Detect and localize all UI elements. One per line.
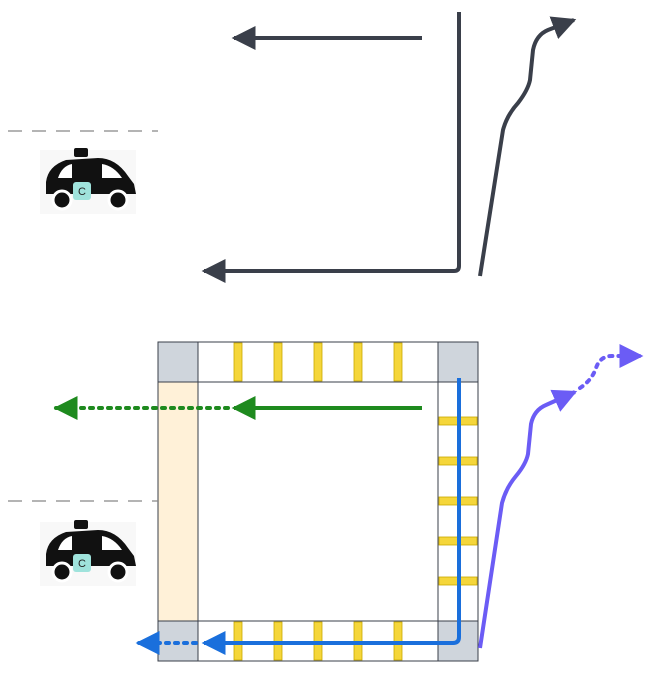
crosswalk-stripe bbox=[313, 342, 323, 382]
top-diagram: C bbox=[8, 12, 577, 283]
corner-tile-top-right bbox=[437, 341, 479, 383]
blue-path-solid bbox=[201, 378, 461, 655]
vehicle-badge-label: C bbox=[78, 558, 86, 570]
bottom-diagram: C bbox=[8, 341, 644, 662]
left-turn-path bbox=[201, 12, 461, 283]
right-turn-path bbox=[478, 16, 577, 277]
crosswalk-stripe bbox=[353, 342, 363, 382]
sidewalk-zone bbox=[157, 381, 199, 622]
vehicle-icon: C bbox=[40, 520, 136, 586]
crosswalk-stripe bbox=[233, 342, 243, 382]
corner-tile-top-left bbox=[157, 341, 199, 383]
vehicle-badge-label: C bbox=[78, 186, 86, 198]
crosswalk-top-stripes bbox=[233, 342, 403, 382]
vehicle-icon: C bbox=[40, 148, 136, 214]
purple-path-solid bbox=[478, 389, 578, 649]
purple-path-dotted bbox=[578, 344, 644, 390]
crosswalk-stripe bbox=[273, 342, 283, 382]
intersection-box bbox=[157, 341, 479, 662]
crosswalk-stripe bbox=[393, 342, 403, 382]
